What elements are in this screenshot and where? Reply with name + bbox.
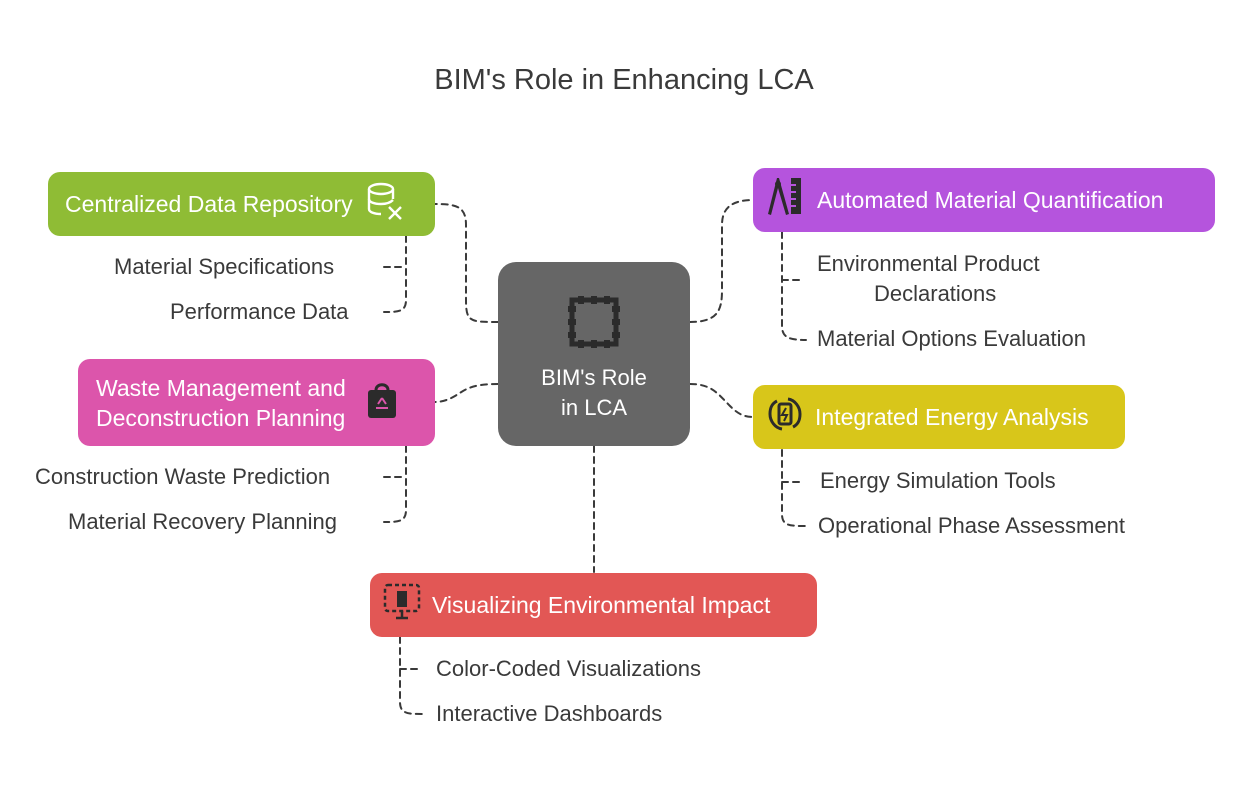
energy-cycle-icon	[767, 395, 803, 439]
item-environmental-product: Environmental Product	[817, 251, 1040, 276]
node-waste-management[interactable]: Waste Management and Deconstruction Plan…	[78, 359, 435, 446]
node-integrated-energy-analysis[interactable]: Integrated Energy Analysis	[753, 385, 1125, 449]
wire-waste-items	[383, 445, 407, 523]
item-energy-simulation-tools: Energy Simulation Tools	[820, 468, 1056, 493]
item-operational-phase-assessment: Operational Phase Assessment	[818, 513, 1125, 538]
node-label: Automated Material Quantification	[817, 186, 1164, 213]
wire-centralized	[433, 203, 499, 323]
wire-waste	[433, 383, 499, 403]
node-label-line1: Waste Management and	[96, 374, 346, 401]
item-interactive-dashboards: Interactive Dashboards	[436, 701, 663, 726]
center-node: BIM's Role in LCA	[498, 262, 690, 446]
node-label: Centralized Data Repository	[65, 190, 353, 217]
wire-automated-items	[781, 231, 807, 341]
center-label-line2: in LCA	[560, 395, 628, 420]
node-label: Visualizing Environmental Impact	[432, 591, 771, 618]
item-material-options-evaluation: Material Options Evaluation	[817, 326, 1087, 351]
drafting-tools-icon	[765, 176, 805, 224]
node-centralized-data-repository[interactable]: Centralized Data Repository	[48, 172, 435, 236]
recycle-bag-icon	[364, 380, 400, 426]
database-x-icon	[365, 181, 405, 227]
wire-visualizing-items	[399, 636, 425, 715]
wire-centralized-items	[383, 235, 407, 313]
wire-automated	[689, 199, 755, 323]
screen-select-icon	[382, 582, 422, 628]
item-construction-waste-prediction: Construction Waste Prediction	[35, 464, 331, 489]
wire-energy-items	[781, 449, 807, 527]
item-declarations: Declarations	[874, 281, 997, 306]
node-label: Integrated Energy Analysis	[815, 403, 1089, 430]
item-performance-data: Performance Data	[170, 299, 349, 324]
node-label-line2: Deconstruction Planning	[96, 404, 346, 431]
page-title: BIM's Role in Enhancing LCA	[434, 64, 814, 96]
item-color-coded-visualizations: Color-Coded Visualizations	[436, 656, 701, 681]
item-material-recovery-planning: Material Recovery Planning	[68, 509, 338, 534]
center-label-line1: BIM's Role	[541, 365, 647, 390]
bim-grid-icon	[564, 292, 624, 357]
wire-energy	[689, 383, 755, 418]
item-material-specifications: Material Specifications	[114, 254, 335, 279]
node-automated-material-quantification[interactable]: Automated Material Quantification	[753, 168, 1215, 232]
node-visualizing-environmental-impact[interactable]: Visualizing Environmental Impact	[370, 573, 817, 637]
